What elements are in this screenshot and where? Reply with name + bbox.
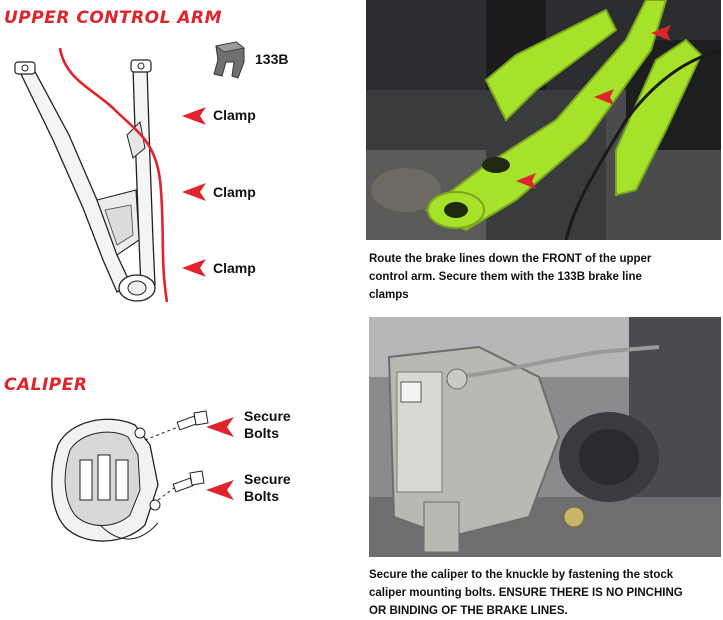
clamp-133b-icon <box>210 40 248 80</box>
bottom-caption-line3: OR BINDING OF THE BRAKE LINES. <box>369 605 568 617</box>
clamp-arrow-2 <box>182 183 206 201</box>
bottom-caption-line1: Secure the caliper to the knuckle by fas… <box>369 569 674 581</box>
top-caption-line2: control arm. Secure them with the 133B b… <box>369 271 642 283</box>
bolt-label-2-line1: Secure <box>244 471 291 487</box>
clamp-label-2: Clamp <box>213 184 256 200</box>
part-number-label: 133B <box>255 51 289 67</box>
bolt-label-1-line2: Bolts <box>244 425 279 441</box>
bolt-label-1: Secure Bolts <box>244 408 291 442</box>
bolt-arrow-2 <box>206 480 234 500</box>
bolt-label-1-line1: Secure <box>244 408 291 424</box>
caliper-photo <box>369 317 721 557</box>
upper-control-arm-title: UPPER CONTROL ARM <box>4 8 223 28</box>
clamp-arrow-1 <box>182 107 206 125</box>
bottom-caption: Secure the caliper to the knuckle by fas… <box>369 566 683 620</box>
clamp-label-1: Clamp <box>213 107 256 123</box>
bolt-label-2: Secure Bolts <box>244 471 291 505</box>
top-caption-line3: clamps <box>369 289 409 301</box>
bolt-label-2-line2: Bolts <box>244 488 279 504</box>
caliper-diagram <box>40 405 240 555</box>
control-arm-photo <box>366 0 721 240</box>
bolt-arrow-1 <box>206 417 234 437</box>
upper-control-arm-diagram <box>5 40 180 305</box>
clamp-arrow-3 <box>182 259 206 277</box>
top-caption: Route the brake lines down the FRONT of … <box>369 250 651 304</box>
clamp-label-3: Clamp <box>213 260 256 276</box>
top-caption-line1: Route the brake lines down the FRONT of … <box>369 253 652 265</box>
caliper-title: CALIPER <box>4 375 88 395</box>
bottom-caption-line2: caliper mounting bolts. ENSURE THERE IS … <box>369 587 683 599</box>
